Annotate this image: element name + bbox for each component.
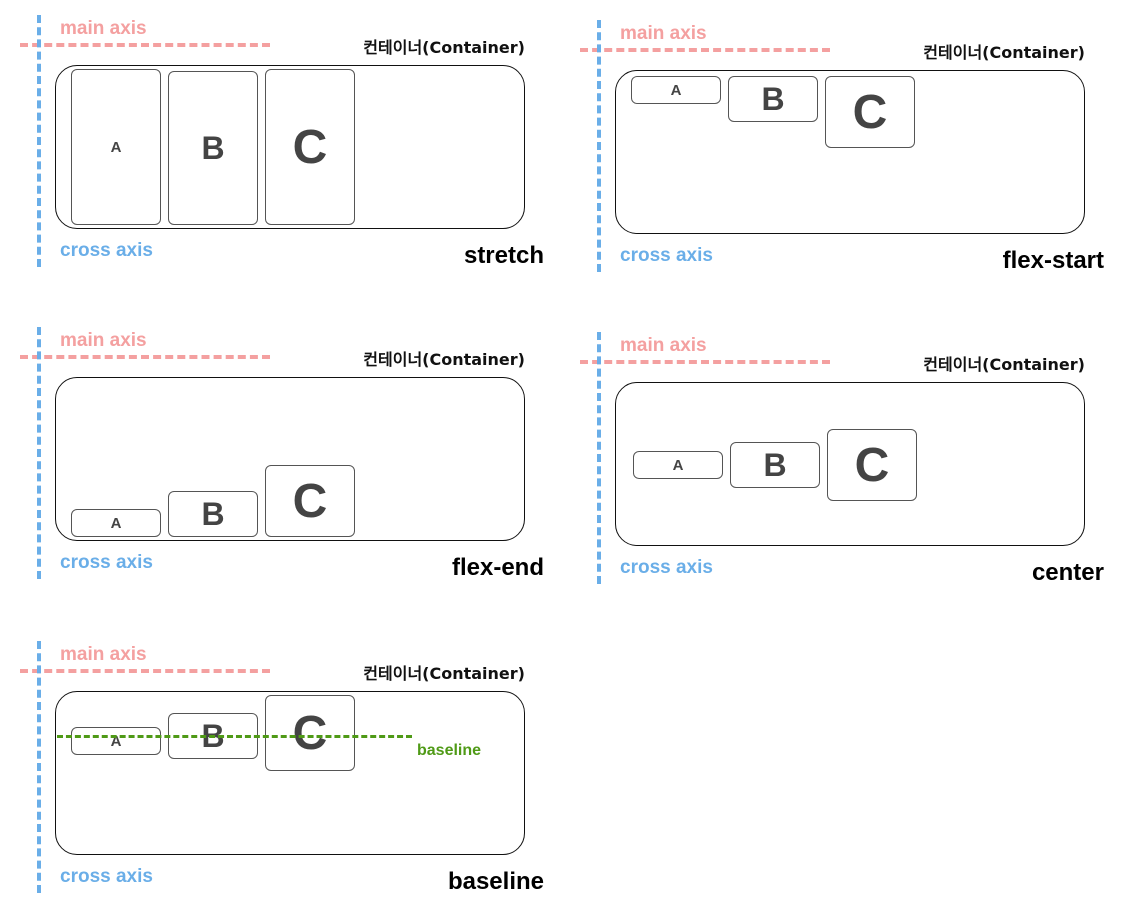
main-axis-line — [20, 355, 270, 359]
main-axis-label: main axis — [620, 335, 707, 356]
container-label: 컨테이너(Container) — [363, 664, 525, 683]
flex-item-a: A — [71, 509, 161, 537]
align-items-mode-label: baseline — [447, 868, 544, 895]
container-label: 컨테이너(Container) — [363, 350, 525, 369]
cross-axis-line — [597, 20, 601, 272]
flex-item-b: B — [730, 442, 820, 488]
cross-axis-line — [37, 327, 41, 579]
cross-axis-line — [597, 332, 601, 584]
baseline-line — [57, 735, 412, 738]
main-axis-label: main axis — [60, 330, 147, 351]
main-axis-label: main axis — [60, 18, 147, 39]
container-label: 컨테이너(Container) — [923, 355, 1085, 374]
flex-item-a: A — [631, 76, 721, 104]
flex-item-a: A — [71, 727, 161, 755]
cross-axis-line — [37, 641, 41, 893]
flex-item-c: C — [825, 76, 915, 148]
flex-item-a: A — [633, 451, 723, 479]
cross-axis-label: cross axis — [620, 557, 713, 578]
container-label: 컨테이너(Container) — [363, 38, 525, 57]
main-axis-line — [20, 43, 270, 47]
flex-item-c: C — [265, 695, 355, 771]
main-axis-line — [580, 360, 830, 364]
main-axis-line — [20, 669, 270, 673]
flex-item-a: A — [71, 69, 161, 225]
cross-axis-label: cross axis — [60, 866, 153, 887]
flex-item-b: B — [168, 491, 258, 537]
main-axis-line — [580, 48, 830, 52]
align-items-mode-label: flex-start — [1002, 247, 1104, 274]
cross-axis-label: cross axis — [60, 240, 153, 261]
flex-item-c: C — [265, 465, 355, 537]
flex-item-b: B — [728, 76, 818, 122]
align-items-mode-label: flex-end — [451, 554, 544, 581]
cross-axis-line — [37, 15, 41, 267]
flex-item-c: C — [827, 429, 917, 501]
align-items-mode-label: stretch — [463, 242, 544, 269]
flex-item-b: B — [168, 71, 258, 225]
main-axis-label: main axis — [60, 644, 147, 665]
align-items-mode-label: center — [1031, 559, 1104, 586]
cross-axis-label: cross axis — [60, 552, 153, 573]
cross-axis-label: cross axis — [620, 245, 713, 266]
main-axis-label: main axis — [620, 23, 707, 44]
flex-item-c: C — [265, 69, 355, 225]
container-label: 컨테이너(Container) — [923, 43, 1085, 62]
baseline-label: baseline — [417, 742, 482, 759]
